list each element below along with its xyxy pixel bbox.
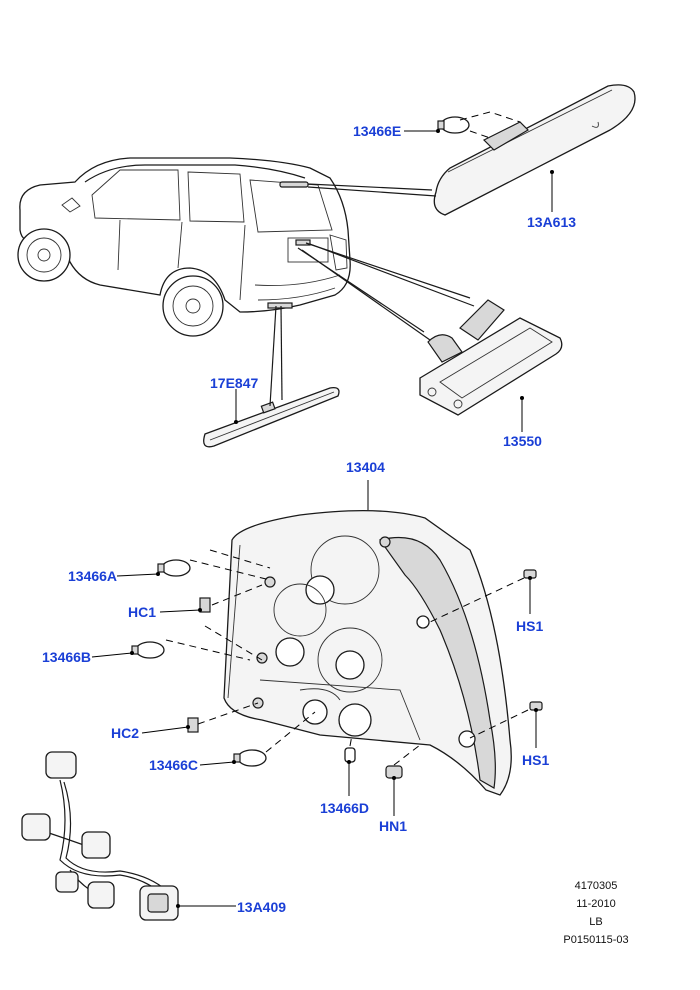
label-13466A: 13466A (68, 568, 118, 584)
drawing-reference: P0150115-03 (563, 934, 629, 946)
label-17E847: 17E847 (210, 375, 259, 391)
label-13A613: 13A613 (527, 214, 577, 230)
bulb-holder-HC1 (199, 584, 263, 613)
drawing-date: 11-2010 (576, 898, 616, 910)
label-13A409: 13A409 (237, 899, 287, 915)
bulb-13466D (344, 734, 356, 763)
rear-lamp-assembly-13404 (223, 480, 512, 796)
nut-HN1 (385, 744, 421, 779)
label-13404: 13404 (346, 459, 385, 475)
bulb-13466A (157, 549, 271, 581)
label-HN1: HN1 (379, 818, 408, 834)
vehicle-illustration (17, 157, 351, 337)
rear-reflector-17E847 (203, 305, 340, 448)
drawing-code: 4170305 (574, 880, 618, 892)
label-leaders (91, 129, 554, 908)
high-mount-stop-lamp-13A613 (307, 84, 636, 216)
label-13466C: 13466C (149, 757, 199, 773)
label-13550: 13550 (503, 433, 542, 449)
label-HS1-lower: HS1 (522, 752, 550, 768)
bulb-13466B (131, 625, 263, 661)
license-lamp-13550 (297, 242, 563, 416)
label-HC2: HC2 (111, 725, 140, 741)
label-13466B: 13466B (42, 649, 92, 665)
wiring-harness-13A409 (21, 751, 179, 921)
label-HS1-upper: HS1 (516, 618, 544, 634)
drawing-variant: LB (589, 916, 603, 928)
label-HC1: HC1 (128, 604, 157, 620)
label-13466D: 13466D (320, 800, 370, 816)
label-13466E: 13466E (353, 123, 402, 139)
bulb-13466C (233, 711, 316, 767)
